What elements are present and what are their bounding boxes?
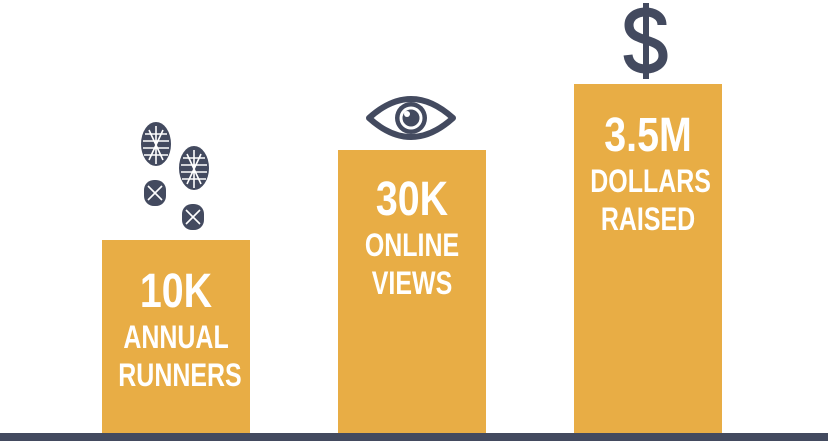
- bar-annual-runners: 10K ANNUAL RUNNERS: [102, 240, 250, 433]
- bar-value-label: 30K: [375, 173, 449, 226]
- baseline: [0, 433, 828, 441]
- bar-dollars-raised: 3.5M DOLLARS RAISED: [574, 84, 722, 433]
- bar-caption-line: ANNUAL: [123, 319, 229, 355]
- bar-caption-line: VIEWS: [371, 265, 453, 301]
- bar-value-label: 10K: [139, 265, 213, 318]
- bar-caption-line: RAISED: [600, 201, 696, 237]
- bar-caption-line: ONLINE: [364, 227, 460, 263]
- footprints-icon: [141, 122, 209, 230]
- eye-icon: [366, 96, 456, 140]
- bar-value-label: 3.5M: [604, 109, 692, 162]
- bar-caption-line: RUNNERS: [118, 357, 242, 393]
- dollar-sign-icon: [623, 3, 668, 79]
- bar-caption-line: DOLLARS: [590, 163, 711, 199]
- bar-online-views: 30K ONLINE VIEWS: [338, 150, 486, 433]
